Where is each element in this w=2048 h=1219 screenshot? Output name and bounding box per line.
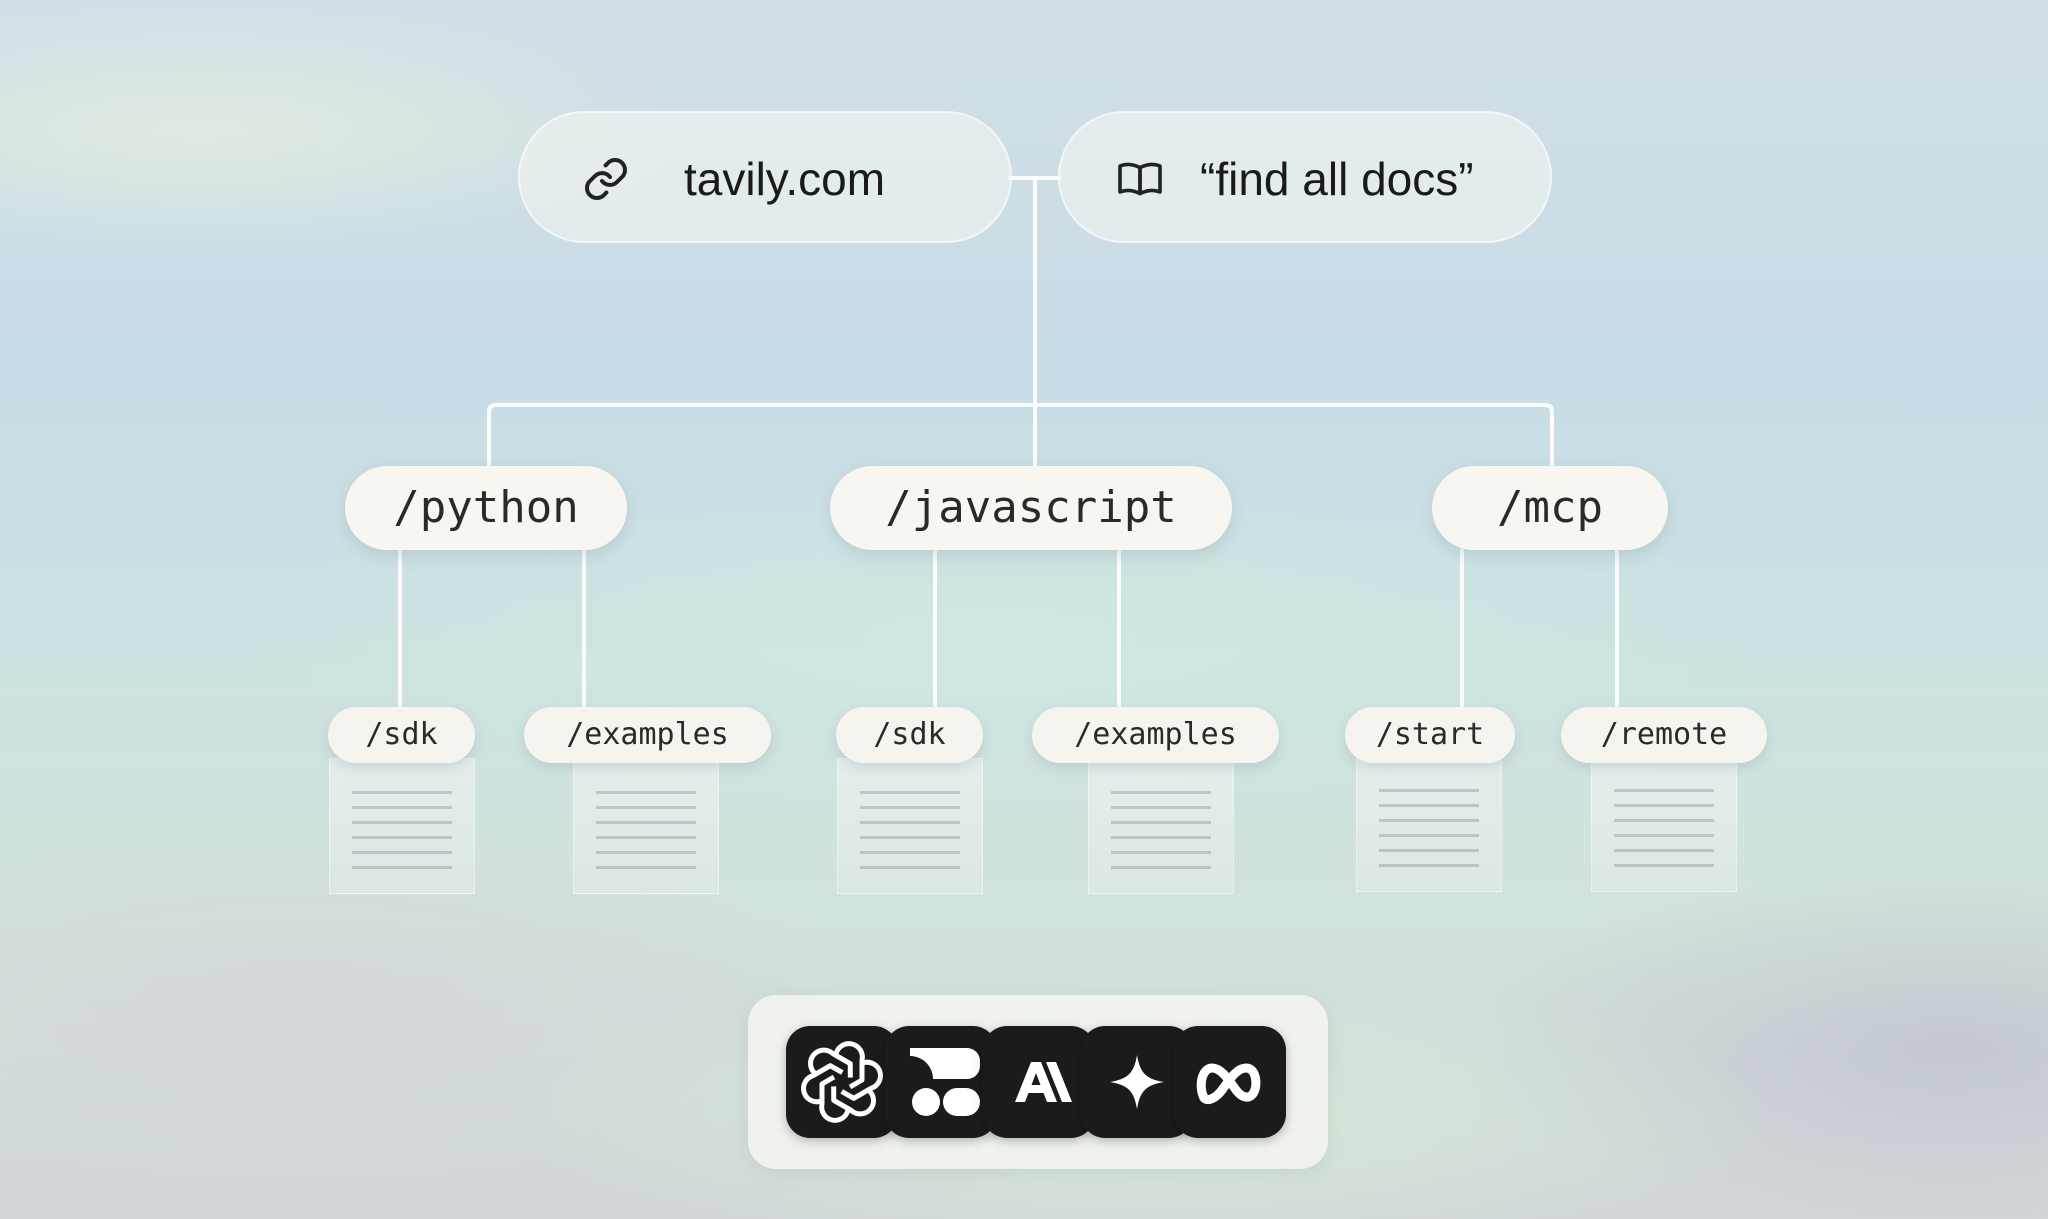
subpage-pill-python-examples[interactable]: /examples xyxy=(524,707,771,763)
doc-card-python-examples xyxy=(573,758,719,894)
subpage-pill-mcp-remote[interactable]: /remote xyxy=(1561,707,1767,763)
doc-card-python-sdk xyxy=(329,758,475,894)
doc-card-mcp-remote xyxy=(1591,756,1737,892)
section-pill-mcp[interactable]: /mcp xyxy=(1432,466,1668,550)
doc-card-javascript-sdk xyxy=(837,758,983,894)
subpage-pill-python-sdk[interactable]: /sdk xyxy=(328,707,475,763)
branch-bar-line xyxy=(487,403,1554,467)
url-source-label: tavily.com xyxy=(684,153,886,205)
subpage-pill-javascript-sdk[interactable]: /sdk xyxy=(836,707,983,763)
link-icon xyxy=(582,155,630,203)
query-source-label: “find all docs” xyxy=(1200,153,1474,205)
book-icon xyxy=(1116,155,1164,203)
url-source-pill[interactable]: tavily.com xyxy=(518,111,1012,243)
query-source-pill[interactable]: “find all docs” xyxy=(1058,111,1552,243)
doc-card-mcp-start xyxy=(1356,756,1502,892)
section-pill-python[interactable]: /python xyxy=(345,466,627,550)
section-pill-javascript[interactable]: /javascript xyxy=(830,466,1232,550)
perplexity-icon[interactable] xyxy=(885,1026,997,1138)
anthropic-icon[interactable] xyxy=(983,1026,1095,1138)
doc-card-javascript-examples xyxy=(1088,758,1234,894)
openai-icon[interactable] xyxy=(786,1026,898,1138)
subpage-pill-mcp-start[interactable]: /start xyxy=(1345,707,1515,763)
meta-icon[interactable] xyxy=(1174,1026,1286,1138)
subpage-pill-javascript-examples[interactable]: /examples xyxy=(1032,707,1279,763)
